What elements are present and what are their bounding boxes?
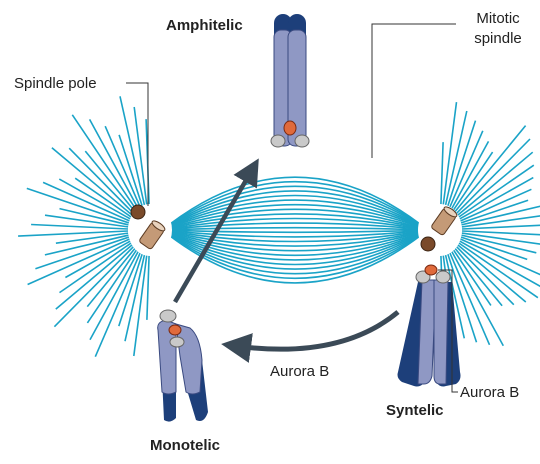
syntelic-chromosome bbox=[398, 265, 461, 387]
mitotic-spindle-label-line2: spindle bbox=[462, 31, 534, 46]
amphitelic-label: Amphitelic bbox=[166, 18, 243, 33]
astral-microtubule bbox=[28, 239, 130, 285]
spindle-microtubule bbox=[170, 230, 420, 232]
left-centriole-end bbox=[131, 205, 145, 219]
astral-microtubule bbox=[459, 241, 540, 292]
spindle-microtubules bbox=[170, 177, 420, 283]
aurora-b-label-center: Aurora B bbox=[270, 364, 329, 379]
spindle-microtubule bbox=[170, 228, 420, 230]
monotelic-kinetochore-top bbox=[160, 310, 176, 322]
astral-microtubule bbox=[35, 237, 129, 269]
monotelic-aurora-b bbox=[169, 325, 181, 335]
syntelic-aurora-b bbox=[425, 265, 437, 275]
monotelic-kinetochore-bottom bbox=[170, 337, 184, 347]
arrow-syntelic-to-monotelic bbox=[236, 312, 398, 349]
astral-microtubule bbox=[443, 102, 457, 208]
syntelic-label: Syntelic bbox=[386, 403, 444, 418]
monotelic-label: Monotelic bbox=[150, 438, 220, 453]
right-spindle-pole bbox=[418, 204, 462, 256]
astral-microtubule bbox=[134, 252, 147, 356]
astral-microtubule bbox=[147, 252, 149, 320]
aurora-b-label-right: Aurora B bbox=[460, 385, 519, 400]
astral-microtubule bbox=[454, 126, 526, 213]
astral-microtubule bbox=[134, 107, 147, 208]
amphitelic-aurora-b bbox=[284, 121, 296, 135]
amphitelic-kinetochore-right bbox=[295, 135, 309, 147]
monotelic-chromosome bbox=[158, 310, 208, 422]
astral-microtubule bbox=[95, 250, 141, 357]
spindle-pole-label: Spindle pole bbox=[14, 76, 97, 91]
syntelic-kinetochore-right bbox=[436, 271, 450, 283]
amphitelic-kinetochore-left bbox=[271, 135, 285, 147]
astral-microtubule bbox=[441, 142, 443, 208]
amphitelic-chromosome bbox=[271, 14, 309, 147]
right-centriole-end bbox=[421, 237, 435, 251]
mitotic-spindle-label-line1: Mitotic bbox=[462, 11, 534, 26]
left-spindle-pole bbox=[128, 204, 172, 256]
mitotic-spindle-leader-line bbox=[372, 24, 456, 158]
